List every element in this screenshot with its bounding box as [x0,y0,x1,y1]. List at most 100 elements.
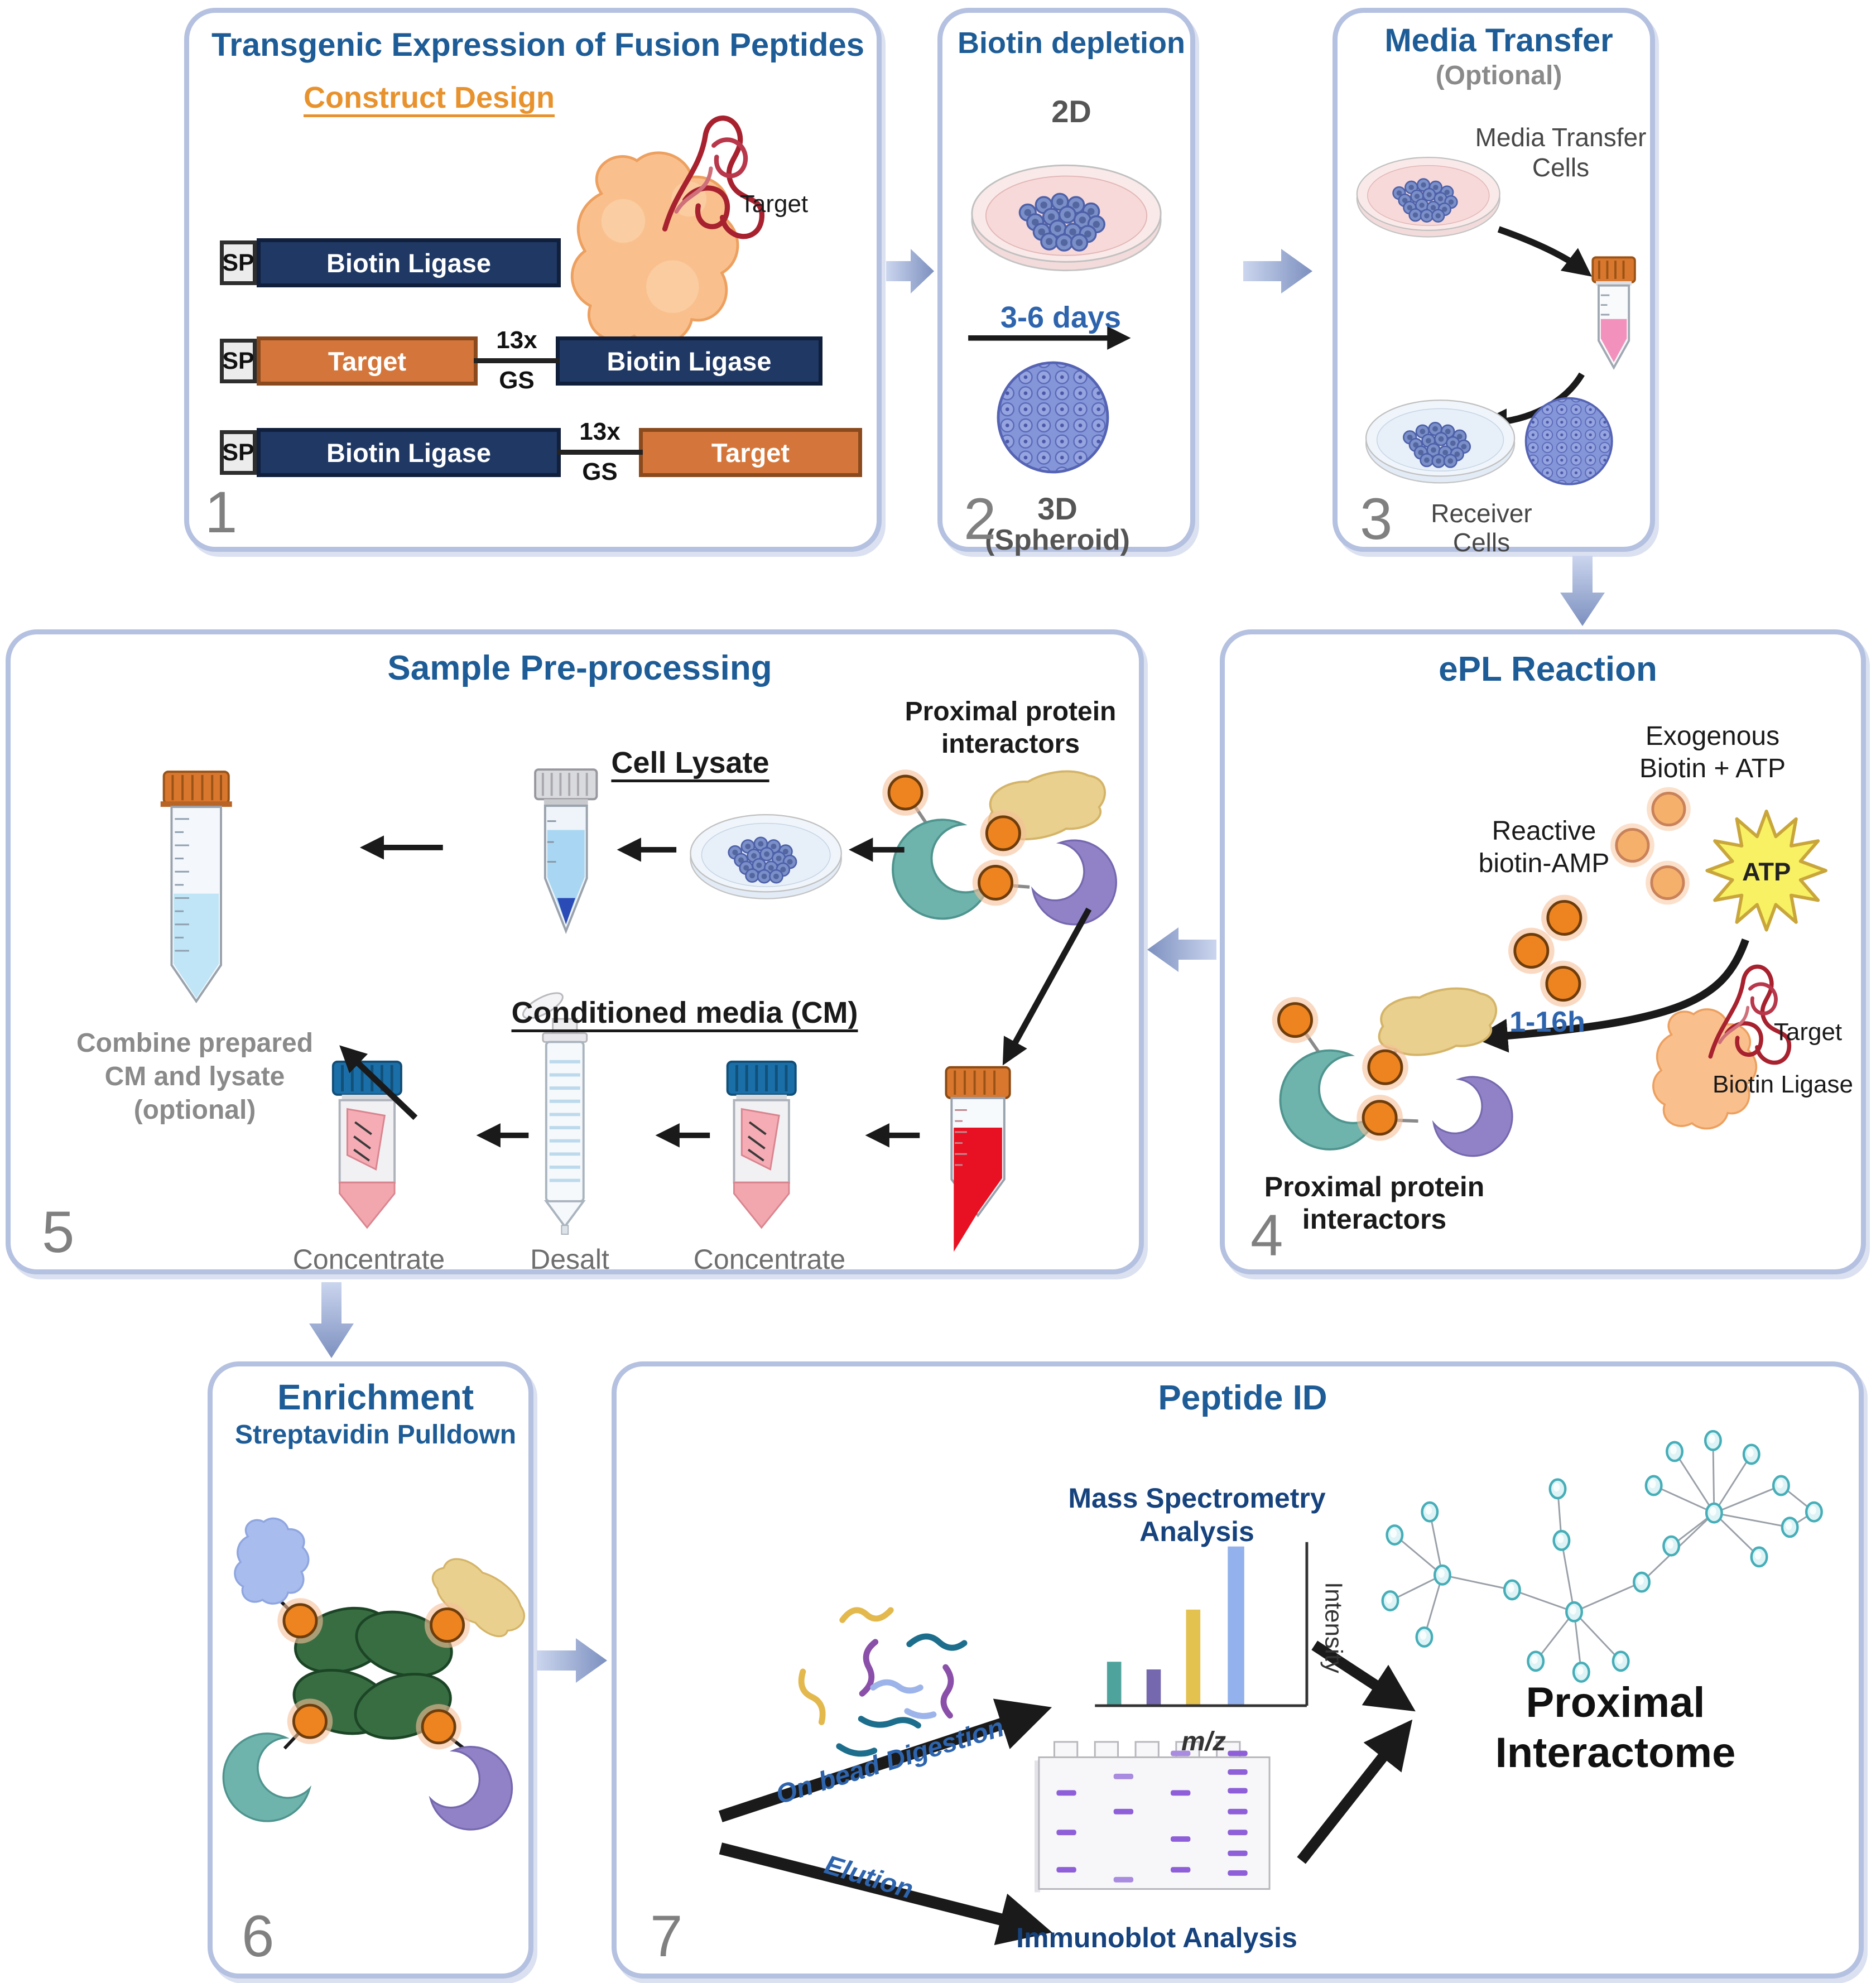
reactive-biotin-amp-icon [1540,961,1586,1007]
flow-arrow-panel4-to-panel5 [1147,927,1216,972]
atp-label: ATP [1742,858,1791,886]
target-protein-label: Target [739,190,809,218]
combined-falcon-tube-icon [160,771,232,1004]
exogenous-biotin-label-line2: Biotin + ATP [1639,754,1786,783]
panel-2-biotin-depletion: Biotin depletion 2D 3-6 days 3D (Spheroi… [937,8,1195,556]
gs-linker: 13x GS [557,418,643,485]
receiver-dish-icon [1366,400,1514,483]
reaction-duration-label: 1-16h [1509,1006,1585,1038]
receiver-cells-label-line1: Receiver [1431,499,1532,528]
signal-peptide-box: SP [220,240,257,285]
donor-cells-label-line1: Media Transfer [1475,123,1647,152]
petri-dish-2d-icon [972,165,1161,270]
combine-label-line1: Combine prepared [76,1028,314,1058]
mass-spec-heading-line2: Analysis [1139,1516,1254,1547]
interactome-network-nodes [1383,1431,1822,1682]
ms-to-interactome-arrow [1311,1640,1416,1712]
panel6-illustration [213,1517,528,1845]
donor-cells-label-line2: Cells [1532,153,1590,182]
linker-line [474,358,560,363]
target-box: Target [257,336,478,386]
conditioned-media-tube-icon [1591,256,1636,370]
linker-line [557,450,643,455]
panel4-title: ePL Reaction [1439,650,1657,689]
flow-arrow-panel2-to-panel3 [1243,249,1312,293]
target-protein-label: Target [1773,1018,1843,1046]
elution-arrow [719,1842,1052,1946]
combine-label-line2: CM and lysate [104,1062,285,1091]
lysate-microtube-icon [534,768,598,934]
media-transfer-dish-icon [1357,157,1500,237]
flow-arrow-panel3-to-panel4 [1560,556,1605,626]
on-bead-digestion-arrow [718,1698,1052,1822]
concentrator-tube-icon [333,1062,401,1228]
construct-3: SP Biotin Ligase 13x GS Target [220,418,862,485]
mass-spec-heading-line1: Mass Spectrometry [1068,1483,1326,1514]
cell-lysate-heading: Cell Lysate [611,746,769,779]
lysate-dish-icon [690,815,841,898]
receiver-cells-label-line2: Cells [1452,528,1511,557]
receiver-spheroid-icon [1524,397,1613,485]
spheroid-label: (Spheroid) [985,524,1130,556]
panel5-title: Sample Pre-processing [387,649,772,687]
proximal-interactors-label-line1: Proximal protein [1264,1171,1485,1202]
panel2-illustration [968,13,1190,547]
linker-13x-label: 13x [579,418,620,445]
reactive-biotin-label-line1: Reactive [1492,816,1596,846]
panel-1-transgenic-expression: Transgenic Expression of Fusion Peptides… [184,8,882,552]
panel4-illustration: ATP [1263,634,1827,1172]
duration-label: 3-6 days [1000,301,1122,334]
biotin-ligase-box: Biotin Ligase [257,428,561,477]
biotin-ligase-protein-icon [572,153,738,345]
exogenous-biotin-label-line1: Exogenous [1645,721,1780,751]
reactive-biotin-label-line2: biotin-AMP [1478,849,1610,878]
biotin-ligase-box: Biotin Ligase [257,238,561,287]
panel6-subtitle: Streptavidin Pulldown [234,1420,517,1450]
signal-peptide-box: SP [220,339,257,383]
signal-peptide-box: SP [220,430,257,475]
panel-7-peptide-id: Peptide ID Mass Spectrometry Analysis On… [612,1361,1864,1979]
proximal-interactor-proteins-icon [1263,980,1528,1172]
panel6-title: Enrichment [277,1377,474,1417]
concentrator-tube-icon [728,1062,796,1228]
atp-starburst-icon: ATP [1705,810,1827,932]
ms-bar-2 [1146,1669,1161,1706]
panel7-title: Peptide ID [1158,1379,1327,1417]
ms-bar-1 [1107,1662,1122,1706]
desalt-column-icon [522,992,588,1235]
panel2-number: 2 [964,487,997,552]
panel3-title: Media Transfer [1384,22,1613,59]
panel4-number: 4 [1250,1203,1283,1268]
pour-to-tube-arrow [1497,226,1592,277]
flow-arrow-panel1-to-panel2 [886,249,934,293]
exogenous-biotin-icon [1610,824,1654,868]
gs-linker: 13x GS [474,326,560,394]
to-conditioned-media-arrow [1002,907,1092,1066]
panel6-number: 6 [242,1904,275,1969]
panel-6-enrichment: Enrichment Streptavidin Pulldown 6 [208,1361,533,1979]
linker-gs-label: GS [499,367,535,394]
concentrate-label-left: Concentrate [292,1244,445,1275]
panel7-number: 7 [650,1904,683,1969]
exogenous-biotin-icon [1646,861,1690,905]
mass-spec-chart-icon [1095,1542,1309,1707]
combine-label-line3: (optional) [133,1095,256,1125]
panel3-number: 3 [1360,487,1393,552]
digested-peptides-icon [798,1607,968,1757]
conditioned-media-heading: Conditioned media (CM) [511,996,858,1029]
proximal-interactors-label-line1: Proximal protein [905,697,1117,726]
biotin-ligase-box: Biotin Ligase [556,336,822,386]
concentrate-label-right: Concentrate [693,1244,846,1275]
proximal-interactome-label-line1: Proximal [1526,1679,1705,1726]
panel1-number: 1 [205,480,238,545]
spheroid-3d-icon [998,363,1108,472]
panel7-illustration [718,1366,1859,1946]
construct-2: SP Target 13x GS Biotin Ligase [220,326,822,394]
conditioned-media-red-tube-icon [945,1066,1011,1252]
panel3-subtitle: (Optional) [1435,61,1562,90]
linker-13x-label: 13x [496,326,537,354]
biotin-ligase-protein-label: Biotin Ligase [1713,1071,1853,1098]
construct-design-heading: Construct Design [303,81,555,114]
panel2-title: Biotin depletion [958,26,1185,60]
target-box: Target [639,428,862,477]
